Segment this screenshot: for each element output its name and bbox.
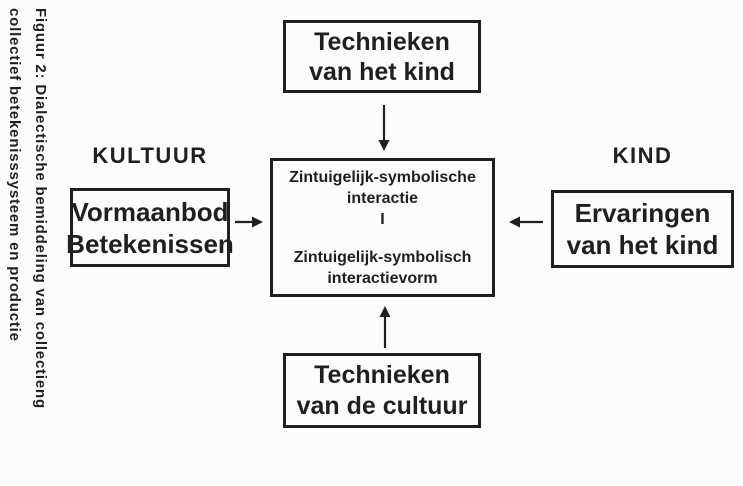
box-technieken-van-de-cultuur: Technieken van de cultuur <box>283 353 481 428</box>
box-zintuigelijk-symbolische-interactie: Zintuigelijk-symbolische interactie I Zi… <box>270 158 495 297</box>
figure-caption: Figuur 2: Dialectische bemiddeling van c… <box>0 0 56 486</box>
box-ervaringen-van-het-kind: Ervaringen van het kind <box>551 190 734 268</box>
box-line: Betekenissen <box>66 228 234 259</box>
box-line: Ervaringen <box>574 198 711 228</box>
figure-caption-line2: collectief betekenisssysteem en producti… <box>6 8 23 342</box>
arrow-down-icon <box>378 105 390 151</box>
box-line: interactie <box>346 189 419 207</box>
box-line: van het kind <box>309 57 455 86</box>
box-line: van de cultuur <box>296 391 468 420</box>
label-kultuur: KULTUUR <box>92 143 208 168</box>
box-line: interactievorm <box>327 269 438 287</box>
box-line: Vormaanbod <box>71 196 229 227</box>
figure-caption-line1: Figuur 2: Dialectische bemiddeling van c… <box>32 8 49 409</box>
box-line: I <box>380 210 385 228</box>
arrow-left-icon <box>509 216 543 228</box>
box-line: Technieken <box>314 27 450 56</box>
label-kind: KIND <box>612 143 673 168</box>
box-line: Zintuigelijk-symbolische <box>289 168 476 186</box>
box-line: van het kind <box>566 230 719 260</box>
arrow-right-icon <box>235 216 263 228</box>
box-vormaanbod-betekenissen: Vormaanbod Betekenissen <box>66 188 234 267</box>
arrow-up-icon <box>379 306 391 348</box>
box-technieken-van-het-kind: Technieken van het kind <box>283 20 481 93</box>
box-line: Zintuigelijk-symbolisch <box>293 248 472 266</box>
box-line: Technieken <box>314 360 450 389</box>
